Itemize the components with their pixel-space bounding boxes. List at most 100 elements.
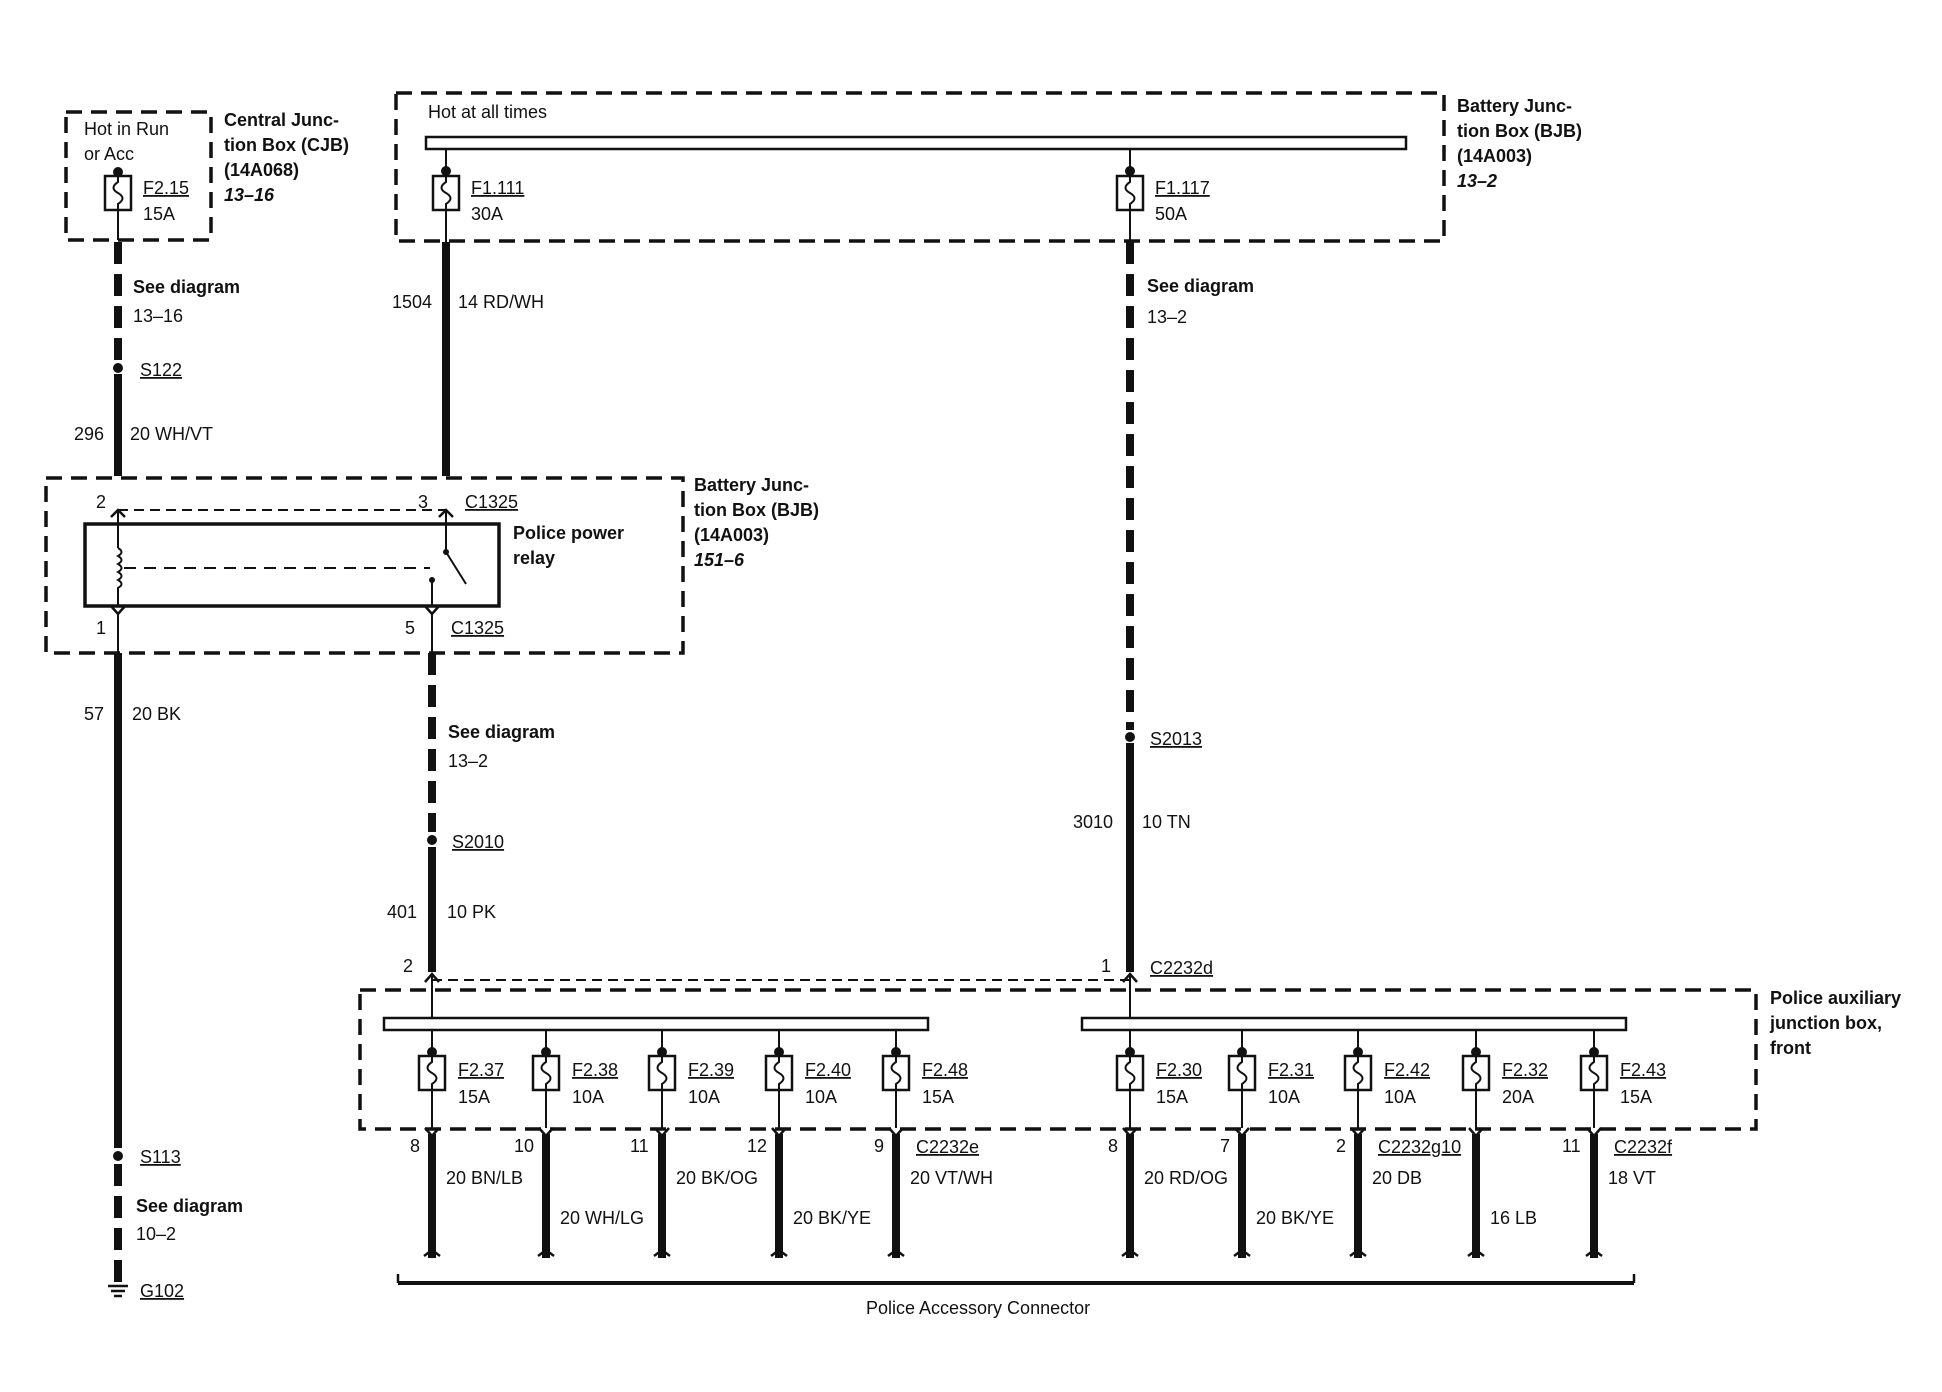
- pin-label: 9: [874, 1136, 884, 1156]
- s2010-splice-dot: [427, 835, 437, 845]
- fuse-id-label: F2.30: [1156, 1060, 1202, 1080]
- cjb-ref: 13–16: [224, 185, 275, 205]
- relay-conn-bot: C1325: [451, 618, 504, 638]
- pin-label: 8: [1108, 1136, 1118, 1156]
- pin-label: 11: [630, 1136, 649, 1156]
- cjb-title2: tion Box (CJB): [224, 135, 349, 155]
- wire-color-label: 20 DB: [1372, 1168, 1422, 1188]
- right-see-diagram: See diagram: [1147, 276, 1254, 296]
- fuse-icon: [531, 1054, 561, 1092]
- fuse-icon: [1115, 174, 1145, 212]
- fuse-id-label: F2.42: [1384, 1060, 1430, 1080]
- fuse-id-label: F2.32: [1502, 1060, 1548, 1080]
- pin-label: 2: [1336, 1136, 1346, 1156]
- cjb-box: [64, 110, 213, 242]
- bjb-top-box: [394, 91, 1446, 243]
- connector-label: C2232e: [916, 1137, 979, 1157]
- right-wire-color: 10 TN: [1142, 812, 1191, 832]
- fuse-icon: [1227, 1054, 1257, 1092]
- relay-bjb-title1: Battery Junc-: [694, 475, 809, 495]
- fuse-icon: [103, 174, 133, 212]
- relay-conn-top: C1325: [465, 492, 518, 512]
- pk-circuit: 401: [387, 902, 417, 922]
- cjb-hot-line2: or Acc: [84, 144, 134, 164]
- aux-box: [358, 988, 1758, 1131]
- relay-coil-icon: [115, 524, 430, 606]
- s2013-label: S2013: [1150, 729, 1202, 749]
- fuse-amp-label: 10A: [1384, 1087, 1416, 1107]
- g102-label: G102: [140, 1281, 184, 1301]
- aux-title3: front: [1770, 1038, 1811, 1058]
- c2232d-pin: 1: [1101, 956, 1111, 976]
- wire-color-label: 20 VT/WH: [910, 1168, 993, 1188]
- s122-label: S122: [140, 360, 182, 380]
- wire-color-label: 18 VT: [1608, 1168, 1656, 1188]
- wire-color-label: 20 BK/OG: [676, 1168, 758, 1188]
- wire-color-label: 20 WH/LG: [560, 1208, 644, 1228]
- pin-label: 10: [514, 1136, 534, 1156]
- wire-color-label: 20 BK/YE: [793, 1208, 871, 1228]
- ground-see-ref: 10–2: [136, 1224, 176, 1244]
- wire-color-label: 20 BK/YE: [1256, 1208, 1334, 1228]
- aux-busbar-left: [382, 1016, 930, 1032]
- accessory-connector-label: Police Accessory Connector: [866, 1298, 1090, 1318]
- pk-wire-color: 10 PK: [447, 902, 496, 922]
- mid-circuit: 1504: [392, 292, 432, 312]
- ground-circuit: 57: [84, 704, 104, 724]
- ground-see-diagram: See diagram: [136, 1196, 243, 1216]
- pin-label: 12: [747, 1136, 767, 1156]
- relay-pin-1: 1: [96, 618, 106, 638]
- f1117-amp: 50A: [1155, 204, 1187, 224]
- fuse-amp-label: 10A: [688, 1087, 720, 1107]
- wire-color-label: 20 RD/OG: [1144, 1168, 1228, 1188]
- fuse-amp-label: 15A: [1620, 1087, 1652, 1107]
- pin-label: 7: [1220, 1136, 1230, 1156]
- s113-label: S113: [140, 1147, 181, 1167]
- mid-wire-color: 14 RD/WH: [458, 292, 544, 312]
- relay-bjb-title3: (14A003): [694, 525, 769, 545]
- relay-name-line1: Police power: [513, 523, 624, 543]
- relay-bjb-box: [44, 476, 685, 655]
- aux-title2: junction box,: [1769, 1013, 1882, 1033]
- fuse-id-label: F2.39: [688, 1060, 734, 1080]
- ground-wire-color: 20 BK: [132, 704, 181, 724]
- fuse-id-label: F2.40: [805, 1060, 851, 1080]
- bjb-top-ref: 13–2: [1457, 171, 1497, 191]
- relay-name-line2: relay: [513, 548, 555, 568]
- aux-title1: Police auxiliary: [1770, 988, 1901, 1008]
- s2010-label: S2010: [452, 832, 504, 852]
- connector-label: C2232f: [1614, 1137, 1673, 1157]
- fuse-amp-label: 10A: [572, 1087, 604, 1107]
- bjb-top-title3: (14A003): [1457, 146, 1532, 166]
- fuse-amp-label: 10A: [805, 1087, 837, 1107]
- s113-splice-dot: [113, 1151, 123, 1161]
- pk-see-ref: 13–2: [448, 751, 488, 771]
- fuse-id-label: F2.37: [458, 1060, 504, 1080]
- relay-pin-3: 3: [418, 492, 428, 512]
- cjb-hot-line1: Hot in Run: [84, 119, 169, 139]
- pk-see-diagram: See diagram: [448, 722, 555, 742]
- fuse-amp-label: 10A: [1268, 1087, 1300, 1107]
- fuse-icon: [647, 1054, 677, 1092]
- left-circuit: 296: [74, 424, 104, 444]
- fuse-icon: [431, 174, 461, 212]
- fuse-icon: [1461, 1054, 1491, 1092]
- aux-busbar-right: [1080, 1016, 1628, 1032]
- bjb-busbar: [424, 135, 1408, 151]
- left-see-ref: 13–16: [133, 306, 183, 326]
- connector-label: C2232g10: [1378, 1137, 1461, 1157]
- right-see-ref: 13–2: [1147, 307, 1187, 327]
- bjb-top-title2: tion Box (BJB): [1457, 121, 1582, 141]
- pin-label: 11: [1562, 1136, 1581, 1156]
- relay-switch-icon: [429, 524, 467, 606]
- fuse-icon: [1343, 1054, 1373, 1092]
- f1117-id: F1.117: [1155, 178, 1210, 198]
- wire-color-label: 20 BN/LB: [446, 1168, 523, 1188]
- pk-pin: 2: [403, 956, 413, 976]
- fuse-id-label: F2.31: [1268, 1060, 1314, 1080]
- c2232d-label: C2232d: [1150, 958, 1213, 978]
- wire-color-label: 16 LB: [1490, 1208, 1537, 1228]
- pin-label: 8: [410, 1136, 420, 1156]
